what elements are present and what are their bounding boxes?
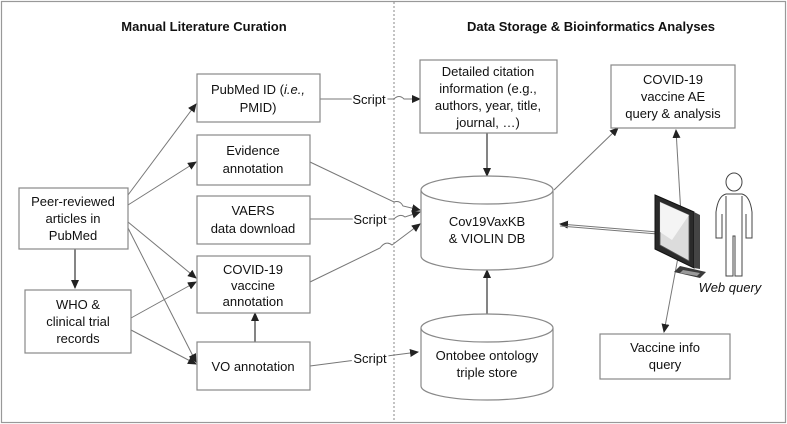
node-who-clinical-trial-records: WHO & clinical trial records (24, 289, 132, 354)
node-pubmed-id: PubMed ID (i.e., PMID) (196, 73, 321, 123)
svg-text:articles in: articles in (46, 211, 101, 226)
computer-monitor-icon (654, 194, 706, 278)
edge-who-to-covid-annotation (130, 281, 197, 319)
node-evidence-annotation: Evidence annotation (196, 134, 311, 186)
edge-peer-to-covid-annotation (127, 221, 197, 279)
svg-text:query & analysis: query & analysis (625, 106, 721, 121)
svg-text:authors, year, title,: authors, year, title, (435, 98, 541, 113)
node-covid-vaccine-ae-query: COVID-19 vaccine AE query & analysis (610, 64, 736, 129)
edge-database-to-ae-query (553, 127, 619, 191)
edge-peer-to-vo-annotation (127, 227, 197, 363)
node-peer-reviewed-articles: Peer-reviewed articles in PubMed (18, 187, 129, 250)
svg-text:data download: data download (211, 221, 296, 236)
edge-covid-annotation-to-database (309, 223, 421, 283)
edge-vo-to-ontobee (309, 349, 419, 367)
svg-text:records: records (56, 331, 100, 346)
node-vaccine-info-query: Vaccine info query (599, 333, 731, 380)
svg-text:vaccine AE: vaccine AE (641, 89, 706, 104)
svg-text:Cov19VaxKB: Cov19VaxKB (449, 214, 525, 229)
node-vaers-data-download: VAERS data download (196, 195, 311, 245)
edge-who-to-vo-annotation (130, 329, 197, 365)
svg-text:vaccine: vaccine (231, 278, 275, 293)
svg-text:COVID-19: COVID-19 (643, 72, 703, 87)
svg-text:annotation: annotation (223, 294, 284, 309)
svg-text:PMID): PMID) (240, 100, 277, 115)
svg-text:annotation: annotation (223, 161, 284, 176)
svg-text:query: query (649, 357, 682, 372)
edge-peer-to-pubmed-id (127, 103, 197, 196)
svg-text:information (e.g.,: information (e.g., (439, 81, 537, 96)
svg-text:clinical trial: clinical trial (46, 314, 110, 329)
svg-text:PubMed: PubMed (49, 228, 97, 243)
svg-text:VO annotation: VO annotation (211, 359, 294, 374)
edge-vaers-to-database (310, 210, 421, 220)
svg-text:Detailed citation: Detailed citation (442, 64, 535, 79)
svg-text:Vaccine info: Vaccine info (630, 340, 700, 355)
svg-text:triple store: triple store (457, 365, 518, 380)
svg-text:PubMed ID (i.e.,: PubMed ID (i.e., (211, 82, 305, 97)
svg-text:Ontobee ontology: Ontobee ontology (436, 348, 539, 363)
svg-text:Peer-reviewed: Peer-reviewed (31, 194, 115, 209)
edge-peer-to-evidence (127, 161, 197, 206)
node-vo-annotation: VO annotation (196, 341, 311, 391)
user-person-icon (715, 172, 753, 277)
node-covid-vaccine-annotation: COVID-19 vaccine annotation (196, 255, 311, 314)
web-query-label: Web query (699, 280, 763, 295)
left-section-header: Manual Literature Curation (121, 19, 286, 34)
node-citation-information: Detailed citation information (e.g., aut… (419, 59, 558, 134)
svg-text:WHO &: WHO & (56, 297, 100, 312)
svg-text:journal, …): journal, …) (455, 115, 520, 130)
script-label-vo: Script (353, 351, 387, 366)
script-label-pubmed: Script (352, 92, 386, 107)
svg-text:Evidence: Evidence (226, 143, 279, 158)
svg-text:& VIOLIN DB: & VIOLIN DB (449, 231, 526, 246)
node-ontobee-triple-store: Ontobee ontology triple store (420, 313, 554, 401)
edge-evidence-to-database (309, 161, 421, 213)
svg-text:COVID-19: COVID-19 (223, 262, 283, 277)
edge-pubmed-id-to-citation (320, 95, 421, 103)
right-section-header: Data Storage & Bioinformatics Analyses (467, 19, 715, 34)
svg-text:VAERS: VAERS (231, 203, 274, 218)
script-label-vaers: Script (353, 212, 387, 227)
node-cov19vaxkb-violin-db: Cov19VaxKB & VIOLIN DB (420, 175, 554, 271)
